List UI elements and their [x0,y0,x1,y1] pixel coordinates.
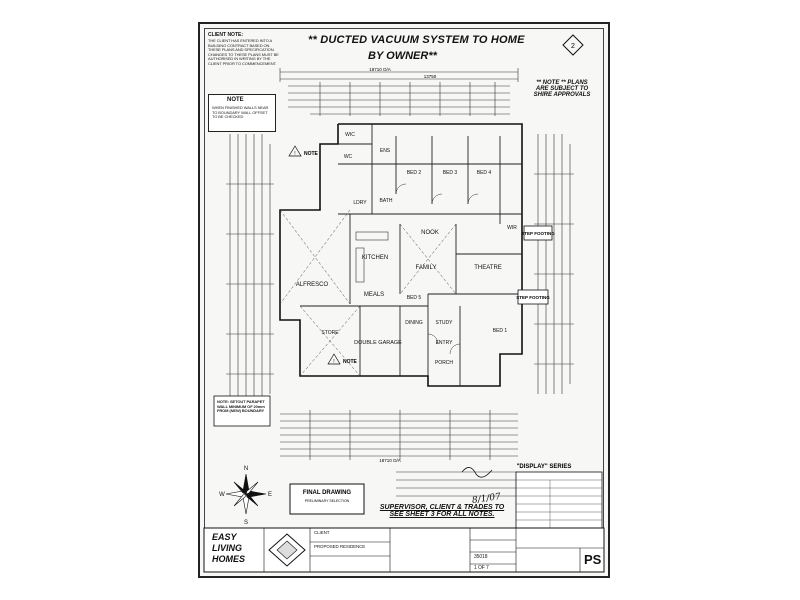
final-drawing-sub: PRELIMINARY SELECTION [305,499,350,503]
internal-walls [300,124,522,386]
title-text-2: BY OWNER [368,50,429,62]
room-bed1: BED 1 [493,328,508,334]
company-line-2: LIVING [212,543,243,553]
door-swings [395,183,479,355]
signature-scribble [461,467,493,478]
room-study: STUDY [436,320,454,326]
company-line-3: HOMES [212,554,246,564]
bottom-dimensions [280,410,518,460]
compass-w: W [219,492,225,498]
setout-note-box [213,395,271,427]
room-meals: MEALS [364,292,384,298]
room-entry: ENTRY [436,340,454,346]
compass-e: E [268,492,272,498]
ceiling-lines [279,209,457,377]
left-dimensions [226,134,274,404]
final-drawing-box [289,483,365,515]
room-store: STORE [321,330,339,336]
room-bed2: BED 2 [407,170,422,176]
note-box-left: NOTE WHEN FINISHED WALLS NEAR TO BOUNDAR… [208,94,276,132]
note-bottom: ! NOTE [327,353,358,365]
signature-lines [396,471,518,497]
company-line-1: EASY [212,532,237,542]
title-line2: BY OWNER** [368,50,437,62]
proposed-residence: PROPOSED RESIDENCE [314,544,366,549]
room-bed5: BED 5 [407,295,422,301]
room-wc: WC [344,154,353,160]
compass-s: S [244,520,248,526]
client-note-body: THE CLIENT HAS ENTERED INTO A BUILDING C… [208,38,279,66]
note-mid: ! NOTE [288,145,319,157]
client-note-heading: CLIENT NOTE: [208,32,243,38]
step-footing-1: STEP FOOTING [521,231,555,236]
final-drawing-label: FINAL DRAWING [303,490,352,496]
svg-text:!: ! [333,359,334,365]
kitchen-bench [355,231,389,283]
note-left-body: WHEN FINISHED WALLS NEAR TO BOUNDARY WAL… [212,105,269,119]
step-footing-box-1 [523,225,553,241]
svg-text:!: ! [294,151,295,157]
top-segment-dimension: 13750 [424,74,437,79]
revision-stamp: 2 [562,34,584,56]
note-left-heading: NOTE [227,97,244,103]
title-text-1: DUCTED VACUUM SYSTEM TO HOME [320,34,525,46]
title-line1: ** DUCTED VACUUM SYSTEM TO HOME [308,34,525,46]
supervisor-note: SUPERVISOR, CLIENT & TRADES TO SEE SHEET… [379,504,505,518]
overall-dimension-bottom: 18710 O/A [379,458,401,463]
sheet-number: 1 OF 7 [474,565,489,571]
company-logo [268,533,306,567]
step-footing-2: STEP FOOTING [516,295,550,300]
overall-dimension-top: 18710 O/A [369,67,391,72]
room-wic: WIC [345,132,355,138]
room-porch: PORCH [435,360,453,366]
drawing-sheet: CLIENT NOTE: THE CLIENT HAS ENTERED INTO… [198,22,610,578]
ps-mark: PS [584,552,602,567]
room-ldry: LDRY [353,200,367,206]
company-name: EASY LIVING HOMES [212,532,245,565]
display-series: "DISPLAY" SERIES [517,464,572,470]
shire-approval-note: ** NOTE ** PLANS ARE SUBJECT TO SHIRE AP… [533,80,591,98]
stamp-number: 2 [571,43,575,50]
step-footing-box-2 [517,289,549,305]
compass-rose [225,473,267,515]
room-bed3: BED 3 [443,170,458,176]
room-theatre: THEATRE [474,265,502,271]
room-wir: WIR [507,225,517,231]
floor-plan: 18710 O/A 13750 [203,67,605,573]
note-mid-heading: NOTE [304,151,319,157]
top-dimensions [279,68,519,116]
room-nook: NOOK [421,230,439,236]
client-label: CLIENT [314,530,330,535]
room-dining: DINING [405,320,423,326]
room-ens: ENS [380,148,391,154]
room-family: FAMILY [416,265,437,271]
room-kitchen: KITCHEN [362,255,388,261]
room-bed4: BED 4 [477,170,492,176]
right-dimensions [534,134,574,394]
room-garage: DOUBLE GARAGE [354,340,402,346]
room-alfresco: ALFRESCO [296,282,329,288]
compass-n: N [244,466,248,472]
room-bath: BATH [380,198,393,204]
job-number: 35018 [474,554,488,560]
note-bottom-heading: NOTE [343,359,358,365]
setout-note: NOTE: SETOUT PARAPET WALL MINIMUM OF 20m… [217,399,265,413]
